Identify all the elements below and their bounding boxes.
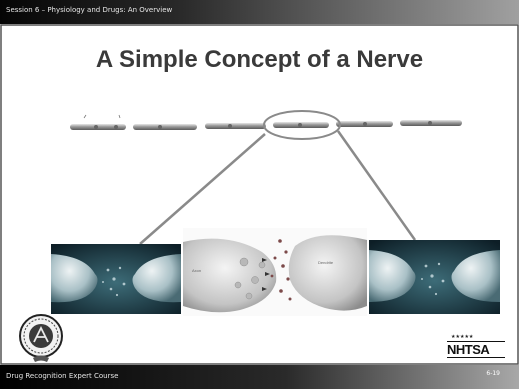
nhtsa-logo-text: NHTSA xyxy=(447,342,505,357)
nhtsa-logo: ★★★★★ NHTSA xyxy=(447,332,507,360)
slide-number: 6-19 xyxy=(486,370,500,377)
nhtsa-stars: ★★★★★ xyxy=(451,334,473,340)
connector-line-left xyxy=(140,134,265,244)
neuron-segment xyxy=(133,124,197,130)
connector-line-right xyxy=(338,131,415,240)
synapse-image-left xyxy=(51,244,181,314)
course-name: Drug Recognition Expert Course xyxy=(6,372,118,380)
neuron-segment xyxy=(205,123,266,129)
seal-logo-icon xyxy=(20,315,62,362)
dendrite-label: Dendrite xyxy=(318,260,334,265)
synapse-image-right xyxy=(369,240,500,314)
synapse-image-center: Axon Dendrite xyxy=(183,228,367,316)
neuron-chain xyxy=(70,115,462,130)
axon-label: Axon xyxy=(192,268,201,273)
footer-bar: Drug Recognition Expert Course 6-19 xyxy=(0,365,519,389)
